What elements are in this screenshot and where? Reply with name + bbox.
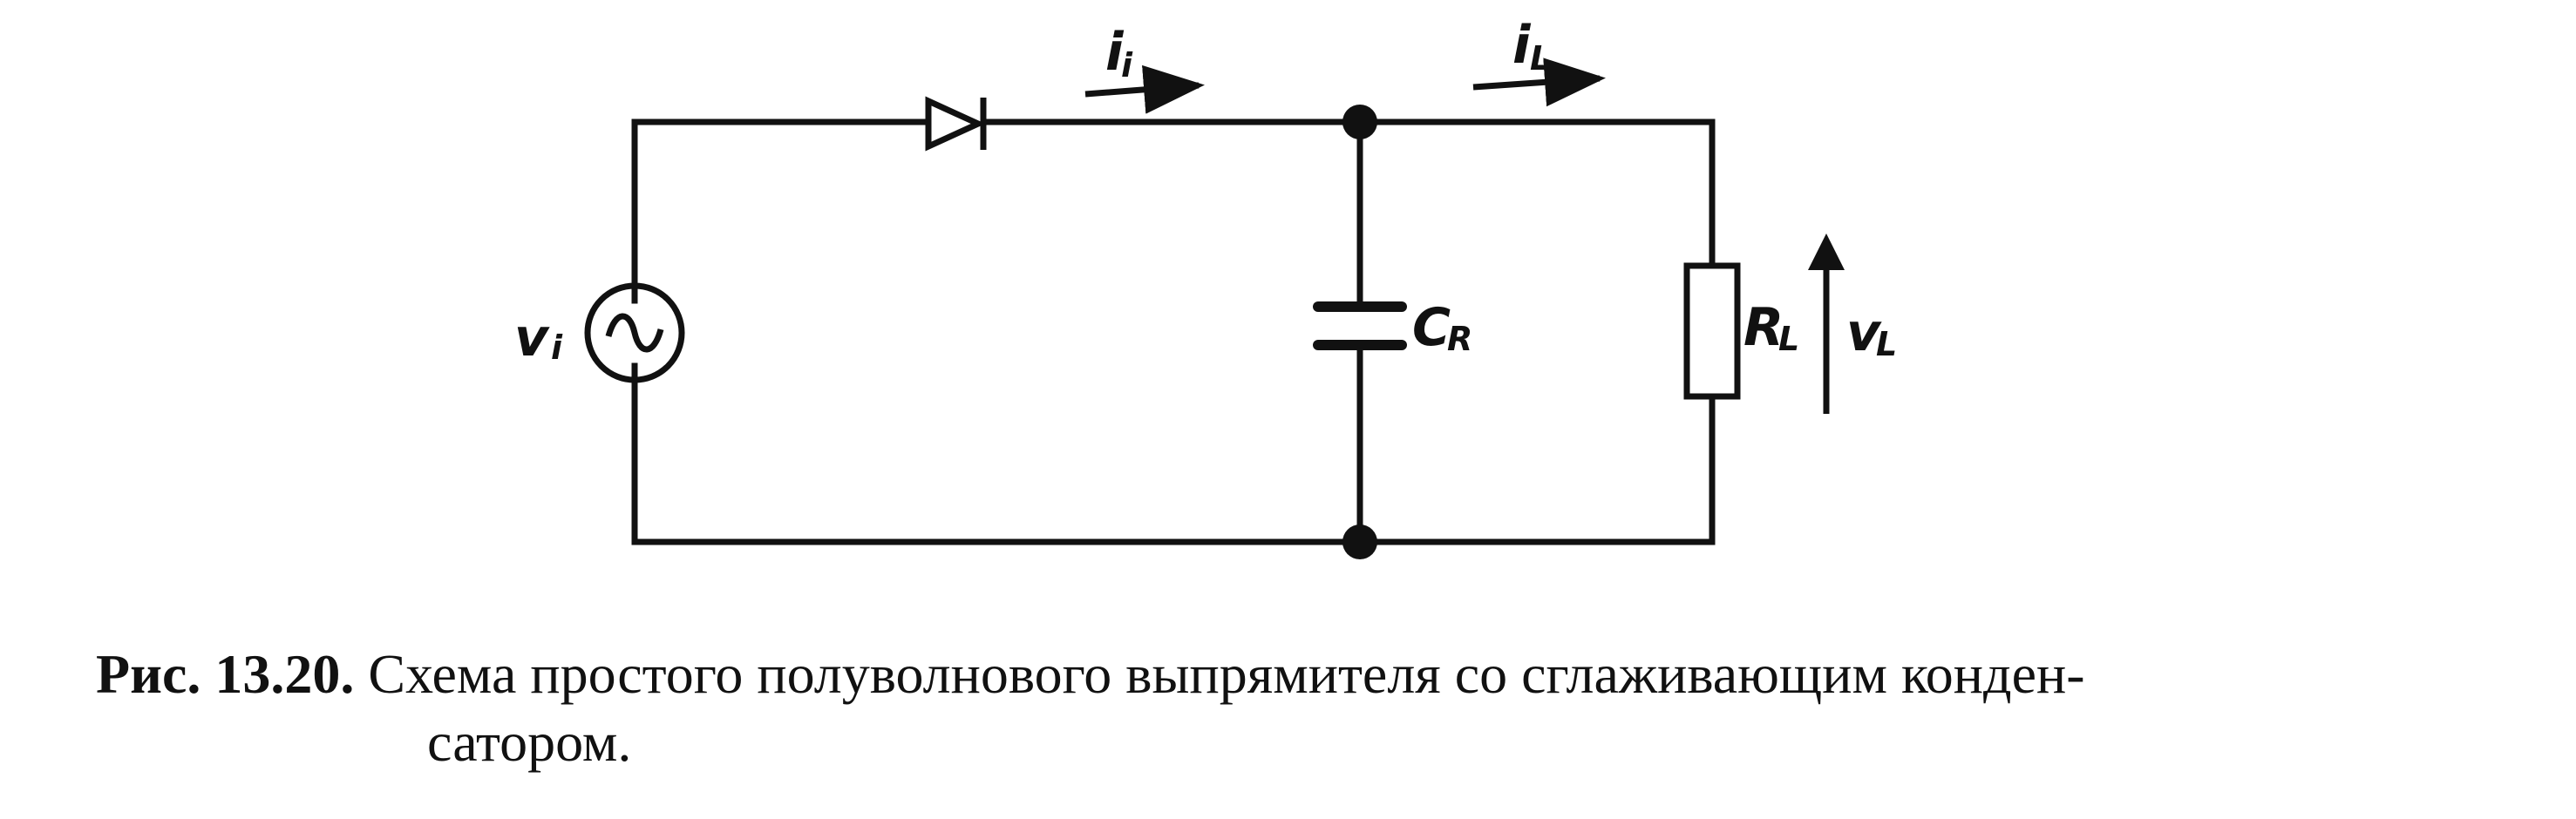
wire-bottom-right xyxy=(1356,393,1716,545)
resistor xyxy=(1683,262,1741,400)
caption-text-2: сатором. xyxy=(427,711,632,773)
label-source-sub: i xyxy=(551,328,563,367)
current-arrow-load xyxy=(1472,58,1606,107)
label-resistor-sub: L xyxy=(1778,320,1799,358)
label-load-voltage-sub: L xyxy=(1876,325,1897,363)
caption-line-2: сатором. xyxy=(96,708,2502,776)
junction-top xyxy=(1342,105,1377,139)
label-source-main: v xyxy=(514,308,550,369)
label-current-load-main: i xyxy=(1512,15,1532,76)
wire-top-left xyxy=(631,118,932,304)
current-arrow-in xyxy=(1084,64,1205,114)
caption-text-1: Схема простого полуволнового выпрямителя… xyxy=(368,643,2085,705)
label-resistor-main: R xyxy=(1743,297,1784,358)
label-load-voltage-main: v xyxy=(1846,302,1882,363)
label-capacitor-sub: R xyxy=(1447,320,1472,358)
ac-source xyxy=(584,282,685,383)
capacitor xyxy=(1313,301,1407,350)
label-capacitor-main: C xyxy=(1412,297,1451,358)
circuit-diagram: v i i i i L C R R L v L xyxy=(514,15,1897,559)
ac-source-circle xyxy=(584,282,685,383)
label-current-in-main: i xyxy=(1105,22,1125,83)
diode-triangle xyxy=(925,96,986,152)
wires xyxy=(631,118,1716,545)
figure-caption: Рис. 13.20. Схема простого полуволнового… xyxy=(96,640,2502,776)
label-current-load-sub: L xyxy=(1530,39,1551,78)
junction-bottom xyxy=(1342,525,1377,559)
label-current-in-sub: i xyxy=(1121,46,1133,85)
sine-wave-icon xyxy=(605,313,664,353)
wire-left-lower xyxy=(631,362,1363,545)
diode xyxy=(925,96,987,152)
caption-number: Рис. 13.20. xyxy=(96,643,355,705)
caption-line-1: Рис. 13.20. Схема простого полуволнового… xyxy=(96,640,2502,708)
wire-top-right xyxy=(1356,118,1716,269)
